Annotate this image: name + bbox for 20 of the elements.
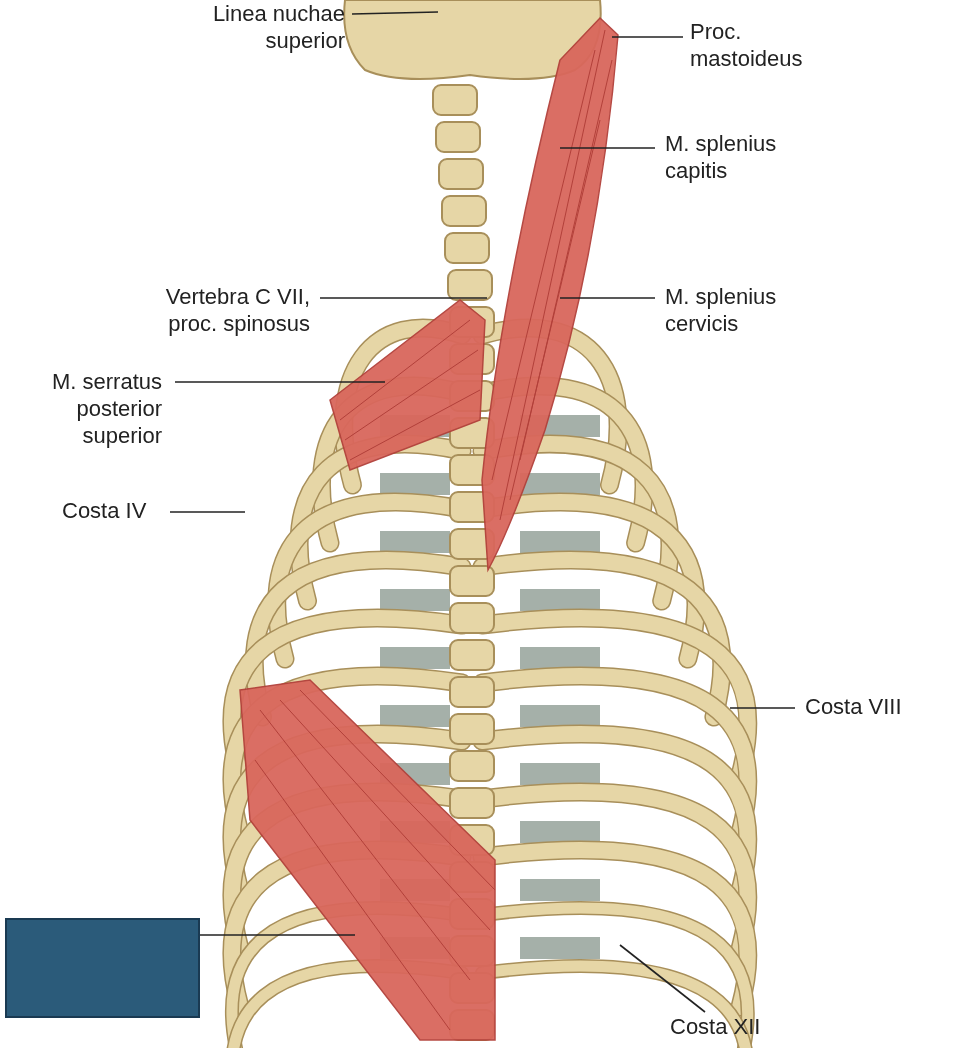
leader-line xyxy=(619,944,706,1013)
leader-line xyxy=(729,707,796,709)
part-label: Costa VIII xyxy=(805,693,945,720)
part-label: M. splenius capitis xyxy=(665,130,815,184)
leader-line xyxy=(611,36,684,38)
leader-line xyxy=(351,11,439,15)
leader-line xyxy=(169,511,246,513)
blank-label-box xyxy=(5,918,200,1018)
leader-line xyxy=(174,381,386,383)
part-label: Proc. mastoideus xyxy=(690,18,820,72)
leader-line xyxy=(319,297,488,299)
leader-line xyxy=(199,934,356,936)
part-label: Vertebra C VII, proc. spinosus xyxy=(145,283,310,337)
part-label: M. serratus posterior superior xyxy=(12,368,162,449)
part-label: Costa XII xyxy=(670,1013,780,1040)
leader-line xyxy=(559,297,656,299)
leader-line xyxy=(559,147,656,149)
part-label: M. splenius cervicis xyxy=(665,283,815,337)
part-label: Costa IV xyxy=(62,497,162,524)
part-label: Linea nuchae superior xyxy=(195,0,345,54)
